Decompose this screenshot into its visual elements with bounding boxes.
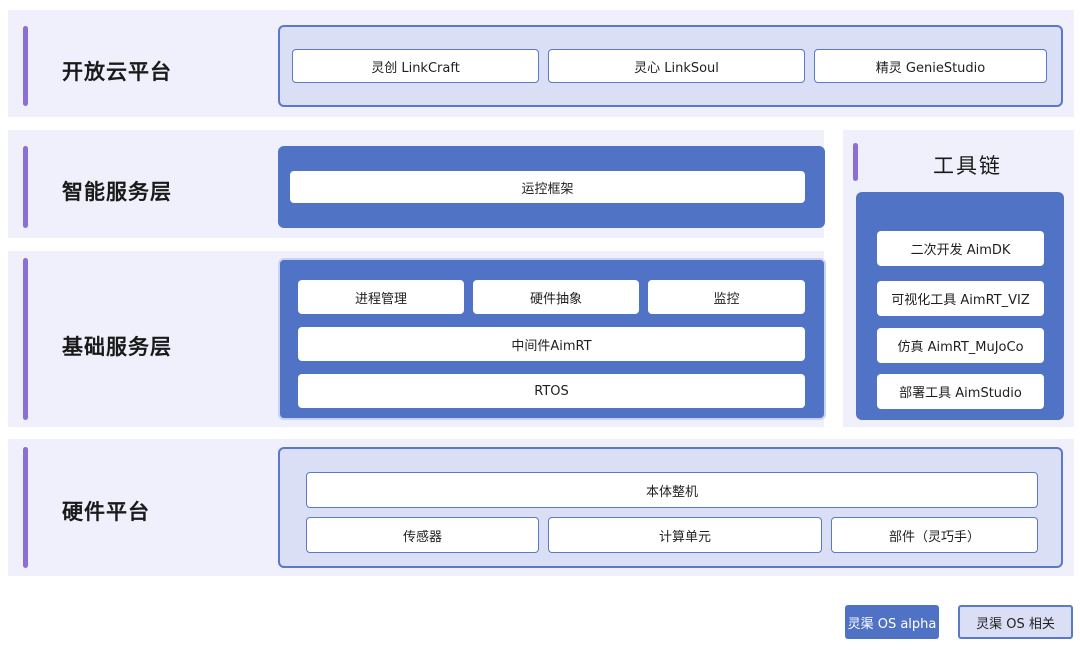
geniestudio-box: 精灵 GenieStudio [814, 49, 1047, 83]
open-cloud-title: 开放云平台 [62, 60, 172, 84]
middleware-aimrt-box: 中间件AimRT [298, 327, 805, 361]
toolchain-aimrt-viz-box: 可视化工具 AimRT_VIZ [877, 281, 1044, 316]
process-management-box: 进程管理 [298, 280, 464, 314]
hardware-title: 硬件平台 [62, 500, 150, 524]
toolchain-accent-bar [853, 143, 858, 181]
toolchain-aimdk-box: 二次开发 AimDK [877, 231, 1044, 266]
dexterous-hand-box: 部件（灵巧手） [831, 517, 1038, 553]
toolchain-title: 工具链 [933, 154, 1002, 178]
compute-unit-box: 计算单元 [548, 517, 822, 553]
intelligent-service-title: 智能服务层 [62, 180, 172, 204]
toolchain-aimrt-mujoco-box: 仿真 AimRT_MuJoCo [877, 328, 1044, 363]
linkcraft-box: 灵创 LinkCraft [292, 49, 539, 83]
base-service-accent-bar [23, 258, 28, 420]
legend-os-alpha: 灵渠 OS alpha [845, 605, 939, 639]
linksoul-box: 灵心 LinkSoul [548, 49, 805, 83]
rtos-box: RTOS [298, 374, 805, 408]
monitoring-box: 监控 [648, 280, 805, 314]
legend-os-related: 灵渠 OS 相关 [958, 605, 1073, 639]
hardware-abstraction-box: 硬件抽象 [473, 280, 639, 314]
whole-robot-box: 本体整机 [306, 472, 1038, 508]
base-service-title: 基础服务层 [62, 335, 172, 359]
toolchain-aimstudio-box: 部署工具 AimStudio [877, 374, 1044, 409]
hardware-accent-bar [23, 447, 28, 568]
sensor-box: 传感器 [306, 517, 539, 553]
open-cloud-accent-bar [23, 26, 28, 106]
intelligent-service-accent-bar [23, 146, 28, 228]
motion-control-framework-box: 运控框架 [290, 171, 805, 203]
